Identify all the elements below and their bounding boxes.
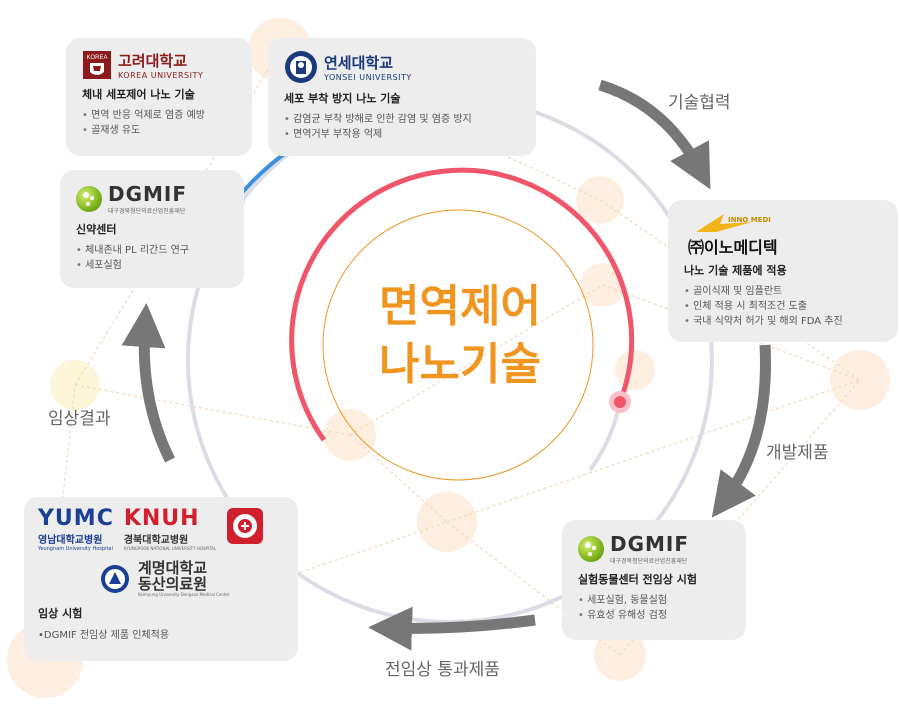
yonsei-card-title: 세포 부착 방지 나노 기술 [284, 92, 401, 105]
yumc-logo-text: YUMC [38, 506, 114, 531]
knuh-logo-text: KNUH [123, 506, 200, 531]
yonsei-logo-text: 연세대학교 [324, 54, 394, 72]
dgmif-logo: DGMIF 대구경북첨단의료산업진흥재단 [76, 182, 228, 215]
inner-ring [322, 209, 594, 481]
korea-card-title: 체내 세포제어 나노 기술 [82, 88, 195, 101]
korea-logo-subtext: KOREA UNIVERSITY [118, 71, 204, 80]
card-hospitals: YUMC 영남대학교병원 Yeungnam University Hospita… [24, 497, 298, 661]
dgmif-bottom-card-title: 실험동물센터 전임상 시험 [578, 573, 697, 586]
dgmif-bottom-card-list: 세포실험, 동물실험 유효성 유해성 검정 [578, 593, 730, 623]
list-item: 세포실험, 동물실험 [578, 593, 730, 608]
center-title-line2: 나노기술 [379, 339, 541, 390]
knuh-logo: KNUH 경북대학교병원 KYUNGPOOK NATIONAL UNIVERSI… [123, 506, 217, 552]
hospitals-card-note: •DGMIF 전임상 제품 인체적용 [38, 630, 170, 641]
list-item: 세포실험 [76, 258, 228, 273]
knuh-emblem-icon [227, 508, 264, 544]
dgmif-top-card-list: 체내존내 PL 리간드 연구 세포실험 [76, 243, 228, 273]
innomedi-card-list: 골이식재 및 임플란트 인체 적용 시 최적조건 도출 국내 식약처 허가 및 … [684, 284, 882, 329]
yonsei-card-list: 감염균 부착 방해로 인한 감염 및 염증 방지 면역거부 부작용 억제 [284, 112, 520, 142]
korea-crest-icon: KOREA [83, 51, 111, 79]
card-dgmif-drug-center: DGMIF 대구경북첨단의료산업진흥재단 신약센터 체내존내 PL 리간드 연구… [60, 170, 244, 288]
yonsei-emblem-icon [285, 51, 317, 83]
dgmif-logo-subtext: 대구경북첨단의료산업진흥재단 [610, 558, 688, 565]
knuh-korean-name: 경북대학교병원 [123, 535, 189, 546]
list-item: 국내 식약처 허가 및 해외 FDA 추진 [684, 314, 882, 329]
flow-label-preclinical: 전임상 통과제품 [385, 660, 500, 680]
flow-label-tech: 기술협력 [668, 93, 731, 113]
center-title: 면역제어 나노기술 [310, 278, 610, 394]
dgmif-logo-text: DGMIF [108, 182, 188, 206]
korea-logo-text: 고려대학교 [118, 52, 188, 70]
keimyung-logo: 계명대학교 동산의료원 Keimyung University Dongsan … [100, 560, 284, 597]
innomedi-star-icon [696, 214, 752, 232]
dgmif-logo-subtext: 대구경북첨단의료산업진흥재단 [108, 208, 186, 215]
dgmif-logo-text: DGMIF [610, 532, 690, 556]
card-yonsei-university: 연세대학교 YONSEI UNIVERSITY 세포 부착 방지 나노 기술 감… [268, 38, 536, 156]
flow-label-dev: 개발제품 [766, 443, 829, 463]
yumc-english-name: Yeungnam University Hospital [38, 546, 113, 552]
innomedi-logo: INNO MEDI ㈜이노메디텍 [684, 212, 882, 257]
keimyung-english-name: Keimyung University Dongsan Medical Cent… [138, 592, 230, 597]
keimyung-korean-name-1: 계명대학교 [138, 559, 208, 577]
card-korea-university: KOREA 고려대학교 KOREA UNIVERSITY 체내 세포제어 나노 … [66, 38, 252, 156]
arrow-tech [598, 79, 711, 190]
yumc-korean-name: 영남대학교병원 [38, 535, 103, 546]
hospital-logos-row: YUMC 영남대학교병원 Yeungnam University Hospita… [38, 507, 284, 552]
dgmif-ball-icon [76, 185, 102, 212]
yumc-logo: YUMC 영남대학교병원 Yeungnam University Hospita… [38, 506, 114, 553]
list-item: 인체 적용 시 최적조건 도출 [684, 299, 882, 314]
dgmif-top-card-title: 신약센터 [76, 223, 117, 236]
card-innomeditech: INNO MEDI ㈜이노메디텍 나노 기술 제품에 적용 골이식재 및 임플란… [668, 200, 898, 342]
keimyung-emblem-icon [101, 564, 129, 593]
dgmif-logo: DGMIF 대구경북첨단의료산업진흥재단 [578, 532, 730, 565]
keimyung-korean-name-2: 동산의료원 [138, 575, 208, 593]
innomedi-card-title: 나노 기술 제품에 적용 [684, 264, 787, 277]
list-item: 체내존내 PL 리간드 연구 [76, 243, 228, 258]
svg-text:KOREA: KOREA [86, 55, 107, 61]
arrow-dev [711, 344, 771, 518]
card-dgmif-animal-center: DGMIF 대구경북첨단의료산업진흥재단 실험동물센터 전임상 시험 세포실험,… [562, 520, 746, 640]
list-item: 감염균 부착 방해로 인한 감염 및 염증 방지 [284, 112, 520, 127]
yonsei-university-logo: 연세대학교 YONSEI UNIVERSITY [284, 50, 520, 84]
flow-label-clinical: 임상결과 [48, 409, 111, 429]
list-item: 골재생 유도 [82, 123, 236, 138]
innomedi-logo-tag: INNO MEDI [728, 216, 771, 224]
center-title-line1: 면역제어 [379, 281, 541, 332]
list-item: 면역 반응 억제로 염증 예방 [82, 108, 236, 123]
yonsei-logo-subtext: YONSEI UNIVERSITY [324, 73, 412, 82]
korea-university-logo: KOREA 고려대학교 KOREA UNIVERSITY [82, 50, 236, 80]
innomedi-logo-text: ㈜이노메디텍 [688, 238, 778, 257]
list-item: 유효성 유해성 검정 [578, 608, 730, 623]
arrow-clinical [121, 303, 175, 463]
list-item: 면역거부 부작용 억제 [284, 127, 520, 142]
list-item: 골이식재 및 임플란트 [684, 284, 882, 299]
korea-card-list: 면역 반응 억제로 염증 예방 골재생 유도 [82, 108, 236, 138]
hospitals-card-title: 임상 시험 [38, 607, 83, 620]
red-arc [289, 167, 635, 442]
knuh-english-name: KYUNGPOOK NATIONAL UNIVERSITY HOSPITAL [123, 546, 217, 551]
arrow-preclinical [368, 606, 536, 651]
dgmif-ball-icon [578, 535, 604, 562]
